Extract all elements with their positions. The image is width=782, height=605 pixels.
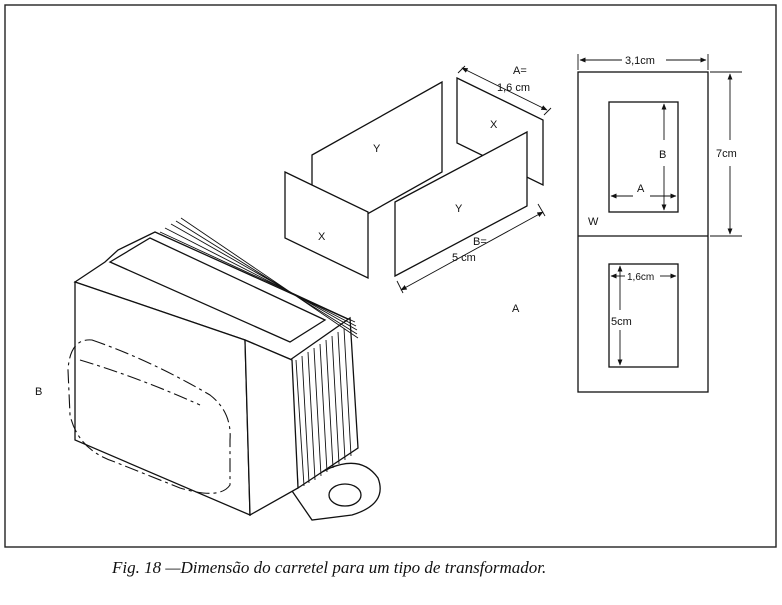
inner-b-label: B: [659, 149, 666, 161]
lamination-outline: [577, 71, 709, 393]
part-a-label: A: [512, 303, 520, 315]
plate-y-back-label: Y: [373, 143, 381, 155]
dim-a: [457, 65, 552, 116]
inner-width-label: 1,6cm: [627, 272, 654, 283]
dim-b-value: 5 cm: [452, 252, 476, 264]
winding-outline: [67, 339, 231, 494]
dim-top-width: [577, 54, 709, 70]
dim-height-label: 7cm: [716, 148, 737, 160]
dim-top-width-label: 3,1cm: [625, 55, 655, 67]
dim-inner-upper: [610, 103, 677, 211]
transformer-drawing: [67, 217, 381, 521]
inner-a-label: A: [637, 183, 645, 195]
dim-height: [710, 71, 742, 237]
plate-x-front-label: X: [318, 231, 326, 243]
dim-b: [396, 203, 546, 294]
dim-inner-lower: [610, 265, 677, 366]
bobbin-plates: [284, 76, 544, 280]
figure-caption: Fig. 18 —Dimensão do carretel para um ti…: [111, 558, 546, 577]
part-b-label: B: [35, 386, 42, 398]
figure-frame: [4, 4, 777, 548]
dim-a-label: A=: [513, 65, 527, 77]
dim-b-label: B=: [473, 236, 487, 248]
plate-x-back-label: X: [490, 119, 498, 131]
plate-y-front-label: Y: [455, 203, 463, 215]
w-label: W: [588, 216, 599, 228]
dim-a-value: 1,6 cm: [497, 82, 530, 94]
inner-height-label: 5cm: [611, 316, 632, 328]
